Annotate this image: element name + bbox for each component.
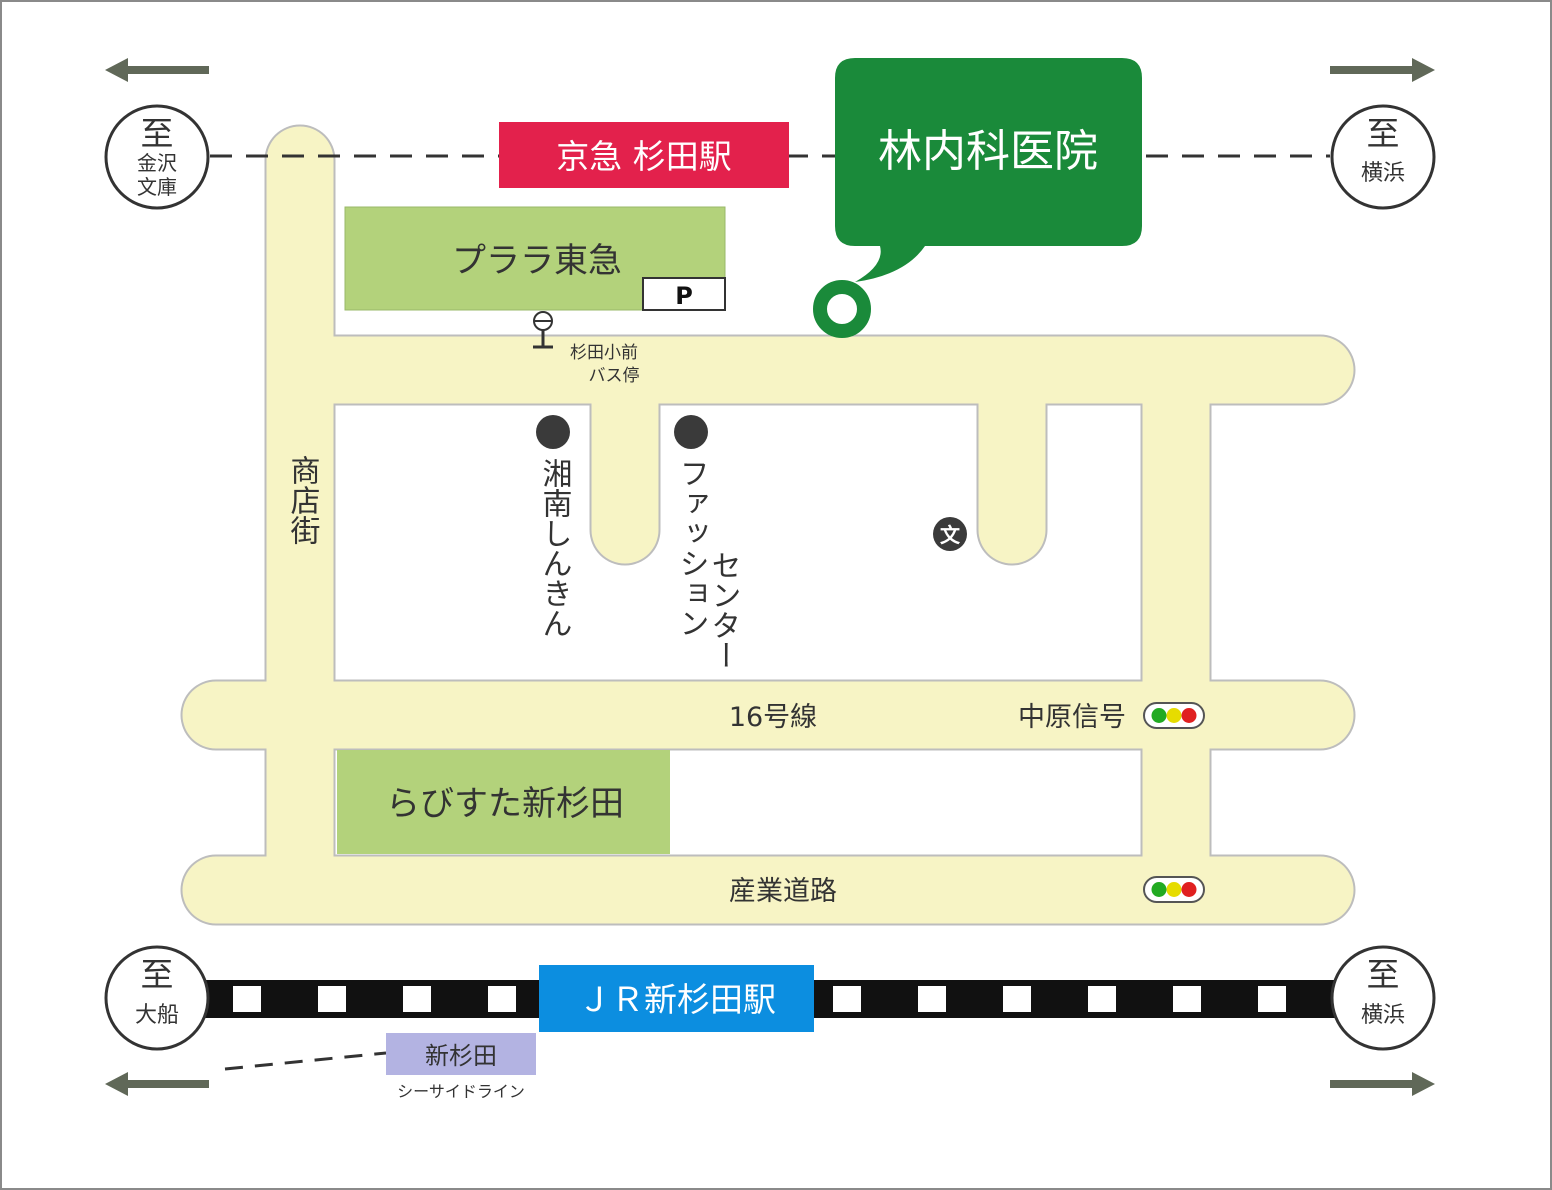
school-icon: 文 — [933, 517, 967, 551]
direction-to-label: 至 — [141, 114, 174, 153]
dot-marker-icon — [674, 415, 708, 449]
shonan-shinkin-label: 湘南しんきん — [537, 458, 572, 638]
traffic-signal-icon — [1143, 876, 1205, 903]
traffic-signal-icon — [1143, 702, 1205, 729]
direction-arrows — [105, 58, 1435, 1096]
jr-track-tie — [1003, 986, 1031, 1012]
nakahara-signal-label: 中原信号 — [1018, 702, 1126, 733]
arrow-left-icon — [105, 1072, 209, 1096]
arrow-right-icon — [1330, 1072, 1435, 1096]
keikyu-station[interactable]: 京急 杉田駅 — [499, 122, 789, 188]
parking-icon: P — [642, 277, 726, 311]
seaside-station-label: 新杉田 — [425, 1042, 497, 1070]
jr-track-tie — [1173, 986, 1201, 1012]
direction-place-label: 横浜 — [1361, 161, 1405, 186]
lavista-shinsugita-building[interactable]: らびすた新杉田 — [337, 750, 670, 854]
jr-track-tie — [233, 986, 261, 1012]
arrow-left-icon — [105, 58, 209, 82]
arrow-right-icon — [1330, 58, 1435, 82]
shotengai-label: 商店街 — [285, 455, 321, 545]
jr-station[interactable]: ＪＲ新杉田駅 — [539, 965, 814, 1032]
dot-marker-icon — [536, 415, 570, 449]
direction-place-label: 大船 — [135, 1003, 179, 1028]
road-fills — [182, 126, 1354, 924]
jr-track-tie — [918, 986, 946, 1012]
direction-top-right: 至 横浜 — [1330, 104, 1436, 210]
direction-bottom-left: 至 大船 — [104, 945, 210, 1051]
jr-track-tie — [1088, 986, 1116, 1012]
jr-track-tie — [833, 986, 861, 1012]
direction-top-left: 至 金沢 文庫 — [104, 104, 210, 210]
school-symbol-label: 文 — [940, 523, 961, 547]
lavista-shinsugita-label: らびすた新杉田 — [386, 784, 624, 824]
direction-bottom-right: 至 横浜 — [1330, 945, 1436, 1051]
seaside-line-label: シーサイドライン — [397, 1082, 525, 1101]
bus-stop-label: バス停 — [589, 366, 640, 386]
bus-stop-icon — [533, 311, 553, 349]
plala-tokyu-label: プララ東急 — [452, 241, 622, 281]
jr-track-tie — [1258, 986, 1286, 1012]
fashion-center-label: ファッション — [674, 458, 709, 638]
clinic-name-label: 林内科医院 — [878, 126, 1098, 177]
jr-station-label: ＪＲ新杉田駅 — [578, 980, 776, 1019]
fashion-center-label-line2: センター — [706, 550, 741, 670]
bus-stop-name-label: 杉田小前 — [570, 343, 638, 363]
seaside-station[interactable]: 新杉田 — [386, 1033, 536, 1075]
parking-label: P — [675, 282, 693, 310]
jr-track-tie — [318, 986, 346, 1012]
clinic-callout[interactable]: 林内科医院 — [835, 58, 1142, 282]
direction-place-label: 金沢 — [137, 151, 177, 175]
location-ring-icon[interactable] — [813, 280, 871, 338]
direction-place-label: 文庫 — [137, 175, 177, 199]
direction-to-label: 至 — [141, 955, 174, 994]
keikyu-station-label: 京急 杉田駅 — [556, 137, 732, 176]
jr-track-tie — [403, 986, 431, 1012]
direction-to-label: 至 — [1367, 114, 1400, 153]
road-network — [180, 124, 1356, 926]
jr-line-ties — [233, 986, 1286, 1012]
direction-place-label: 横浜 — [1361, 1003, 1405, 1028]
jr-track-tie — [488, 986, 516, 1012]
sangyo-road-label: 産業道路 — [729, 876, 837, 907]
seaside-line — [224, 1051, 387, 1071]
route16-label: 16号線 — [729, 702, 817, 733]
plala-tokyu-building[interactable]: プララ東急 P — [344, 206, 726, 311]
direction-to-label: 至 — [1367, 955, 1400, 994]
